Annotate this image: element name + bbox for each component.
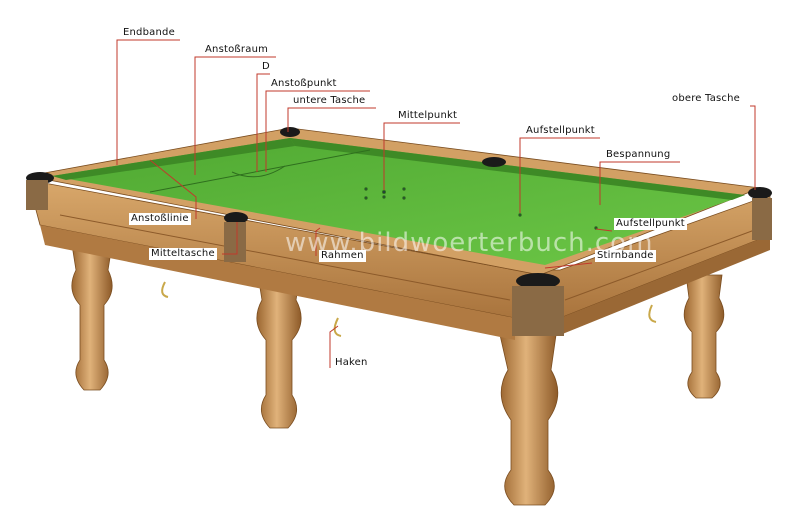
pocket-middle-front [224, 212, 248, 224]
leader-aufstellpunkt-top [519, 137, 600, 213]
leader-haken [329, 325, 339, 368]
hook-right [648, 304, 657, 323]
cloth [52, 138, 745, 265]
hook-left [161, 281, 169, 298]
pocket-front-right [516, 273, 560, 289]
pink-spot-1 [364, 187, 368, 191]
pocket-top-back [280, 127, 300, 137]
table-legs [71, 244, 725, 506]
leg-front-left [71, 244, 113, 391]
pink-spot-2 [402, 187, 406, 191]
leg-front-right [499, 334, 559, 506]
leader-lines [116, 39, 756, 368]
label-obere-tasche: obere Tasche [670, 93, 743, 105]
spot-upper [518, 213, 522, 217]
leader-endbande [116, 39, 180, 165]
pink-spot-4 [364, 196, 368, 200]
pocket-basket-left [26, 180, 48, 210]
hook-middle [333, 317, 342, 337]
leg-middle [256, 274, 302, 429]
label-mittelpunkt: Mittelpunkt [396, 110, 460, 122]
label-aufstellpunkt-right: Aufstellpunkt [614, 218, 687, 230]
pocket-middle-back [482, 157, 506, 167]
leader-untere-tasche [287, 107, 376, 132]
label-stirnbande: Stirnbande [595, 250, 656, 262]
leader-bespannung [599, 161, 680, 205]
pocket-basket-middle [224, 222, 246, 262]
label-d: D [260, 61, 272, 73]
pink-spot-5 [402, 196, 406, 200]
leader-mittelpunkt [383, 122, 460, 190]
label-bespannung: Bespannung [604, 149, 673, 161]
leg-back-right [683, 274, 725, 399]
label-aufstellpunkt-top: Aufstellpunkt [524, 125, 597, 137]
pink-spot-3 [382, 195, 386, 199]
label-mitteltasche: Mitteltasche [149, 248, 217, 260]
leader-aufstellpunkt-right [595, 228, 613, 232]
center-spot [382, 190, 386, 194]
label-haken: Haken [333, 357, 370, 369]
label-endbande: Endbande [121, 27, 177, 39]
leader-anstosspunkt [265, 90, 370, 172]
leader-obere-tasche [750, 105, 756, 190]
label-rahmen: Rahmen [319, 250, 366, 262]
pocket-right-back [748, 187, 772, 199]
pockets [26, 127, 772, 336]
table-markings [149, 149, 598, 230]
leader-d [256, 73, 270, 172]
leader-rahmen [315, 227, 321, 256]
hooks [161, 281, 657, 337]
leader-anstosslinie [149, 159, 197, 219]
d-arc [231, 165, 286, 178]
label-anstosspunkt: Anstoßpunkt [269, 78, 339, 90]
label-anstossraum: Anstoßraum [203, 44, 271, 56]
baulk-line [149, 149, 371, 193]
leader-stirnbande [544, 262, 593, 269]
leader-anstossraum [194, 56, 276, 175]
pocket-basket-front-right [512, 286, 564, 336]
pocket-basket-right [752, 198, 772, 240]
label-anstosslinie: Anstoßlinie [129, 213, 191, 225]
leader-mitteltasche [222, 222, 238, 255]
label-untere-tasche: untere Tasche [291, 95, 368, 107]
